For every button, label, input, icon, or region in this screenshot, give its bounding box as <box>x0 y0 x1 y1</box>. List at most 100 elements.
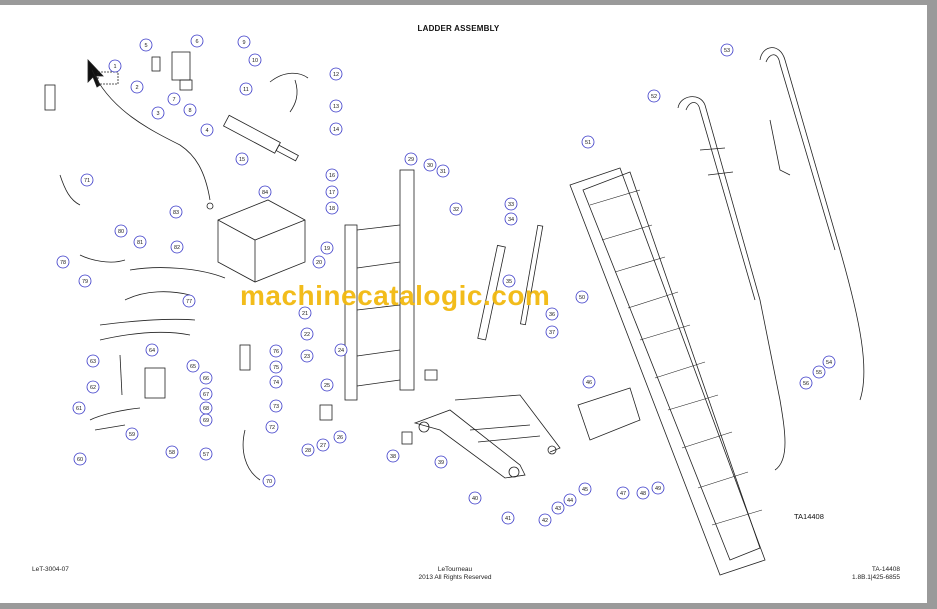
callout-bubble <box>545 325 559 339</box>
drawing-code: TA14408 <box>794 512 824 521</box>
callout-label: 48 <box>640 491 646 497</box>
callout-bubble <box>300 349 314 363</box>
callout-label: 54 <box>826 360 832 366</box>
callout-bubble <box>312 255 326 269</box>
callout-label: 22 <box>304 332 310 338</box>
callout-label: 75 <box>273 365 279 371</box>
callout-bubble <box>151 106 165 120</box>
callout-label: 79 <box>82 279 88 285</box>
callout-label: 14 <box>333 127 339 133</box>
callout-label: 59 <box>129 432 135 438</box>
callout-bubble <box>269 360 283 374</box>
callout-label: 34 <box>508 217 514 223</box>
callout-bubble <box>301 443 315 457</box>
callout-label: 46 <box>586 380 592 386</box>
callout-label: 61 <box>76 406 82 412</box>
callout-label: 9 <box>242 40 245 46</box>
callout-bubble <box>423 158 437 172</box>
callout-bubble <box>636 486 650 500</box>
callout-label: 18 <box>329 206 335 212</box>
callout-bubble <box>404 152 418 166</box>
callout-label: 53 <box>724 48 730 54</box>
callout-bubble <box>78 274 92 288</box>
callout-bubble <box>108 59 122 73</box>
callout-label: 52 <box>651 94 657 100</box>
callout-label: 37 <box>549 330 555 336</box>
callout-label: 78 <box>60 260 66 266</box>
callout-label: 45 <box>582 487 588 493</box>
callout-bubble <box>582 375 596 389</box>
callout-label: 69 <box>203 418 209 424</box>
callout-bubble <box>320 378 334 392</box>
callout-bubble <box>333 430 347 444</box>
callout-bubble <box>300 327 314 341</box>
callout-label: 42 <box>542 518 548 524</box>
footer-doc-id: LeT-3004-07 <box>32 566 69 573</box>
callout-bubble <box>468 491 482 505</box>
callout-bubble <box>199 387 213 401</box>
callout-label: 58 <box>169 450 175 456</box>
callout-label: 24 <box>338 348 344 354</box>
callout-label: 19 <box>324 246 330 252</box>
callout-bubble <box>73 452 87 466</box>
callout-bubble <box>167 92 181 106</box>
callout-label: 44 <box>567 498 573 504</box>
callout-label: 21 <box>302 311 308 317</box>
callout-bubble <box>822 355 836 369</box>
callout-bubble <box>86 380 100 394</box>
callout-label: 57 <box>203 452 209 458</box>
callout-label: 12 <box>333 72 339 78</box>
callout-label: 5 <box>144 43 147 49</box>
ladder-assembly-drawing <box>44 47 865 576</box>
callout-label: 77 <box>186 299 192 305</box>
callout-label: 72 <box>269 425 275 431</box>
callout-label: 56 <box>803 381 809 387</box>
viewer-bottom-bar <box>0 603 937 609</box>
callout-label: 74 <box>273 380 279 386</box>
callout-bubble <box>386 449 400 463</box>
callout-label: 25 <box>324 383 330 389</box>
callout-label: 7 <box>172 97 175 103</box>
footer-company: LeTourneau <box>437 566 473 573</box>
callout-bubble <box>329 122 343 136</box>
callout-label: 17 <box>329 190 335 196</box>
callout-bubble <box>237 35 251 49</box>
callout-label: 71 <box>84 178 90 184</box>
callout-bubble <box>325 168 339 182</box>
callout-bubble <box>190 34 204 48</box>
callout-bubble <box>130 80 144 94</box>
callout-bubble <box>799 376 813 390</box>
viewer-scrollbar[interactable] <box>927 0 937 609</box>
callout-label: 38 <box>390 454 396 460</box>
callout-label: 36 <box>549 312 555 318</box>
callout-label: 83 <box>173 210 179 216</box>
callout-label: 49 <box>655 486 661 492</box>
callout-bubble <box>320 241 334 255</box>
callout-label: 65 <box>190 364 196 370</box>
callout-bubble <box>239 82 253 96</box>
callout-bubble <box>269 375 283 389</box>
callout-label: 20 <box>316 260 322 266</box>
callout-bubble <box>325 185 339 199</box>
callout-label: 63 <box>90 359 96 365</box>
callout-label: 62 <box>90 385 96 391</box>
callout-bubble <box>581 135 595 149</box>
callout-bubble <box>269 344 283 358</box>
callout-label: 39 <box>438 460 444 466</box>
callout-bubble <box>183 103 197 117</box>
page-title: LADDER ASSEMBLY <box>417 24 500 33</box>
callout-bubble <box>334 343 348 357</box>
callout-bubble <box>501 511 515 525</box>
footer-ref: TA-14408 1.8B.1|425-6855 <box>852 566 900 582</box>
callout-label: 27 <box>320 443 326 449</box>
callout-label: 68 <box>203 406 209 412</box>
callout-bubble <box>545 307 559 321</box>
callout-label: 2 <box>135 85 138 91</box>
callout-label: 43 <box>555 506 561 512</box>
callout-bubble <box>139 38 153 52</box>
callout-label: 73 <box>273 404 279 410</box>
callout-label: 35 <box>506 279 512 285</box>
callout-label: 84 <box>262 190 268 196</box>
callout-bubble <box>265 420 279 434</box>
viewer-top-bar <box>0 0 937 5</box>
